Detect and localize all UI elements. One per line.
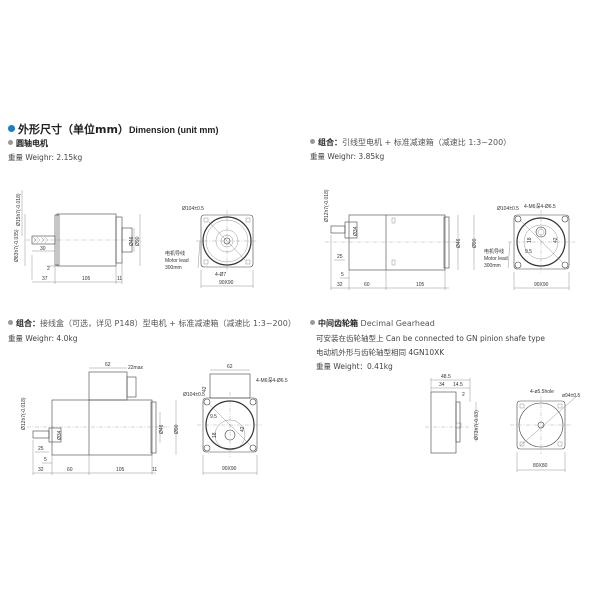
- page-title: 外形尺寸（单位mm）Dimension (unit mm): [8, 121, 218, 137]
- dim-label: 34: [439, 382, 445, 388]
- dim-label: 48.5: [441, 374, 451, 380]
- dim-label: 42: [240, 426, 246, 432]
- section-heading-round-shaft: 圆轴电机: [8, 138, 48, 149]
- dim-label: Ø34: [57, 430, 63, 440]
- dim-label: Ø34: [353, 226, 359, 236]
- dim-label: 9.5: [525, 249, 532, 255]
- dim-label: 18: [527, 237, 533, 243]
- dim-label: 5: [341, 272, 344, 278]
- dim-label: 5: [44, 457, 47, 463]
- bullet-icon: [310, 139, 315, 144]
- dim-label: 25: [38, 446, 44, 452]
- dim-label: 90X90: [222, 466, 237, 472]
- dim-label: ø94±0.5: [562, 393, 581, 399]
- dim-label: 105: [116, 467, 125, 473]
- bullet-icon: [8, 320, 13, 325]
- dim-label: 14.5: [453, 382, 463, 388]
- info-line: 可安装在齿轮轴型上 Can be connected to GN pinion …: [316, 334, 546, 343]
- dim-label: Ø83h7(-0.035): [14, 229, 20, 262]
- dim-label: 62: [227, 364, 233, 370]
- dim-label: 60: [364, 282, 370, 288]
- section-heading-junction-box: 组合：接线盒（可选，详见 P148）型电机 + 标准减速箱（减速比 1:3~20…: [8, 318, 296, 329]
- dim-label: Motor lead: [165, 258, 189, 264]
- dim-label: Ø104±0.5: [183, 392, 205, 398]
- dim-label: 30: [40, 246, 46, 252]
- dim-label: 22max: [128, 365, 144, 371]
- dim-label: 4-M6深4-Ø6.5: [524, 203, 556, 210]
- bullet-icon: [8, 140, 13, 145]
- dim-label: 25: [337, 254, 343, 260]
- dim-label: Ø90: [135, 236, 141, 246]
- dim-label: 2: [47, 266, 50, 272]
- dim-label: Motor lead: [484, 256, 508, 262]
- dim-label: 37: [42, 276, 48, 282]
- dim-label: 32: [337, 282, 343, 288]
- dim-label: 80X80: [533, 463, 548, 469]
- dim-label: 32: [38, 467, 44, 473]
- dim-label: Ø46: [159, 424, 165, 434]
- dim-label: 4-ø5.5hole: [530, 389, 554, 395]
- dim-label: Ø104±0.5: [182, 206, 204, 212]
- dim-label: Ø90: [472, 238, 478, 248]
- dim-label: Ø104±0.5: [497, 206, 519, 212]
- dim-label: 105: [416, 282, 425, 288]
- dim-label: 2: [462, 392, 465, 398]
- dim-label: 4-Ø7: [215, 272, 226, 278]
- dim-label: 105: [82, 276, 91, 282]
- section-heading-decimal-gearhead: 中间齿轮箱 Decimal Gearhead: [310, 318, 435, 329]
- dim-label: Ø46: [456, 238, 462, 248]
- dim-label: 90X90: [219, 280, 234, 286]
- dim-label: 11: [152, 467, 157, 473]
- bullet-icon: [310, 320, 315, 325]
- dim-label: Ø46: [129, 236, 135, 246]
- dim-label: 电机导线: [165, 250, 185, 257]
- section-heading-lead-motor: 组合：引线型电机 + 标准减速箱（减速比 1:3~200）: [310, 137, 511, 148]
- dim-label: 300mm: [165, 265, 182, 271]
- dim-label: 300mm: [484, 263, 501, 269]
- dim-label: 60: [67, 467, 73, 473]
- dim-label: Ø90: [174, 424, 180, 434]
- dim-label: 电机导线: [484, 248, 504, 255]
- weight-label: 重量 Weighr: 2.15kg: [8, 153, 83, 162]
- dim-label: Ø15h7(-0.018): [16, 193, 22, 226]
- weight-label: 重量 Weighr: 4.0kg: [8, 334, 78, 343]
- dim-label: Ø12h7(-0.018): [21, 397, 27, 430]
- info-line: 电动机外形与齿轮轴型相同 4GN10XK: [316, 348, 445, 357]
- dim-label: 90X90: [534, 282, 549, 288]
- dim-label: 42: [553, 237, 559, 243]
- dim-label: Ø12h7(-0.018): [324, 189, 330, 222]
- dim-label: 4-M6深4-Ø6.5: [256, 377, 288, 384]
- weight-label: 重量 Weighr: 3.85kg: [310, 152, 385, 161]
- dim-label: 11: [117, 276, 122, 282]
- dim-label: 9.5: [210, 414, 217, 420]
- bullet-dot-icon: [8, 125, 15, 132]
- dim-label: Ø73h7(-0.03): [474, 410, 480, 440]
- dim-label: 42: [202, 386, 208, 392]
- weight-label: 重量 Weight：0.41kg: [316, 362, 393, 371]
- dim-label: 62: [105, 362, 111, 368]
- dim-label: 18: [212, 432, 218, 438]
